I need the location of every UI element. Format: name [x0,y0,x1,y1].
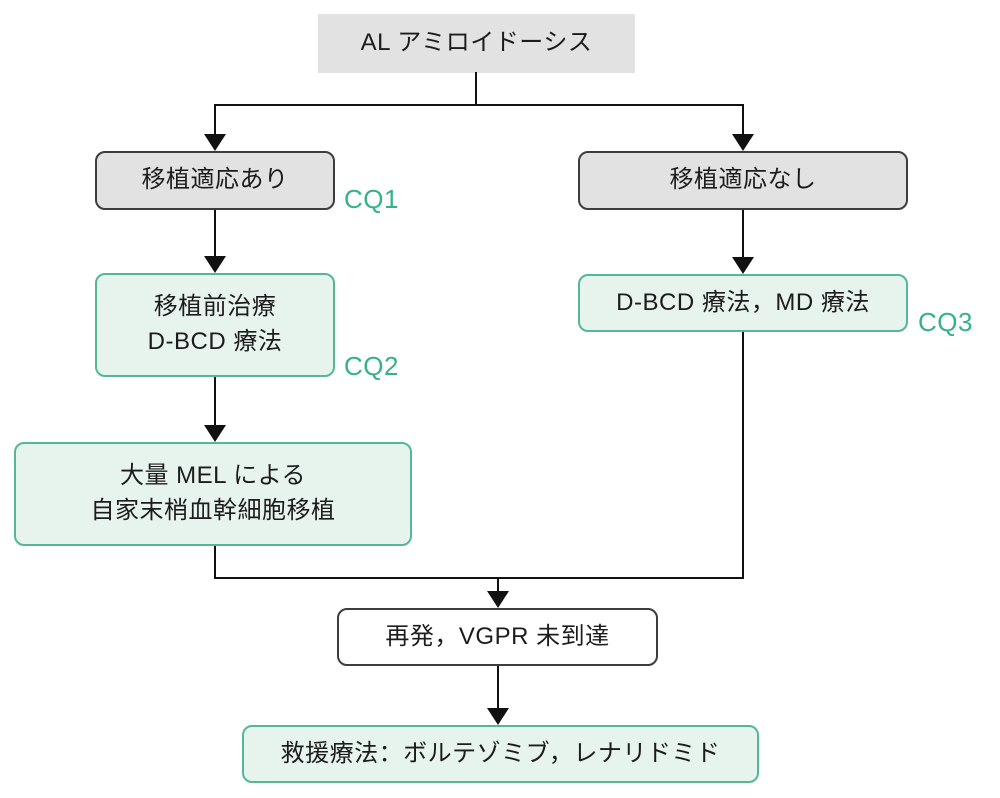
node-relapse-vgpr: 再発，VGPR 未到達 [337,608,658,666]
node-pretransplant-therapy-line2: D-BCD 療法 [147,328,283,355]
connector-mel-down [214,546,216,579]
node-transplant-eligible-label: 移植適応あり [141,166,289,194]
cq1-label: CQ1 [344,184,399,214]
node-dbcd-md-therapy: D-BCD 療法，MD 療法 [578,274,908,332]
node-transplant-eligible: 移植適応あり [95,151,335,210]
connector-relapse-to-salvage [497,666,499,709]
connector-pretransplant-to-mel [214,377,216,426]
node-dbcd-md-therapy-label: D-BCD 療法，MD 療法 [616,288,870,316]
connector-left-branch-drop [214,104,216,135]
connector-merge-drop [497,577,499,592]
connector-right-branch-drop [742,104,744,135]
connector-branch-rail [214,104,744,106]
node-salvage-therapy: 救援療法：ボルテゾミブ，レナリドミド [242,725,759,783]
connector-root-drop [475,72,477,106]
node-mel-autologous-transplant: 大量 MEL による 自家末梢血幹細胞移植 [14,442,412,546]
arrowhead-into-salvage [487,708,509,725]
node-al-amyloidosis: AL アミロイドーシス [318,14,635,73]
connector-dbcd-down [742,332,744,579]
node-pretransplant-therapy: 移植前治療 D-BCD 療法 [95,273,335,377]
node-mel-autologous-transplant-line2: 自家末梢血幹細胞移植 [90,497,336,524]
arrowhead-into-ineligible [732,134,754,151]
node-transplant-ineligible: 移植適応なし [578,151,908,210]
node-salvage-therapy-label: 救援療法：ボルテゾミブ，レナリドミド [280,739,721,767]
cq3-label: CQ3 [918,307,973,337]
cq2-label: CQ2 [344,351,399,381]
connector-eligible-to-pretransplant [214,210,216,257]
node-mel-autologous-transplant-line1: 大量 MEL による [119,462,307,490]
connector-ineligible-to-dbcd [742,210,744,258]
node-pretransplant-therapy-line1: 移植前治療 [153,293,277,321]
node-relapse-vgpr-label: 再発，VGPR 未到達 [385,622,610,650]
arrowhead-into-mel [204,425,226,442]
arrowhead-into-eligible [204,134,226,151]
connector-merge-rail [214,577,744,579]
arrowhead-into-relapse [487,591,509,608]
arrowhead-into-dbcd [732,257,754,274]
arrowhead-into-pretransplant [204,256,226,273]
node-al-amyloidosis-label: AL アミロイドーシス [360,29,593,57]
node-transplant-ineligible-label: 移植適応なし [669,166,817,194]
